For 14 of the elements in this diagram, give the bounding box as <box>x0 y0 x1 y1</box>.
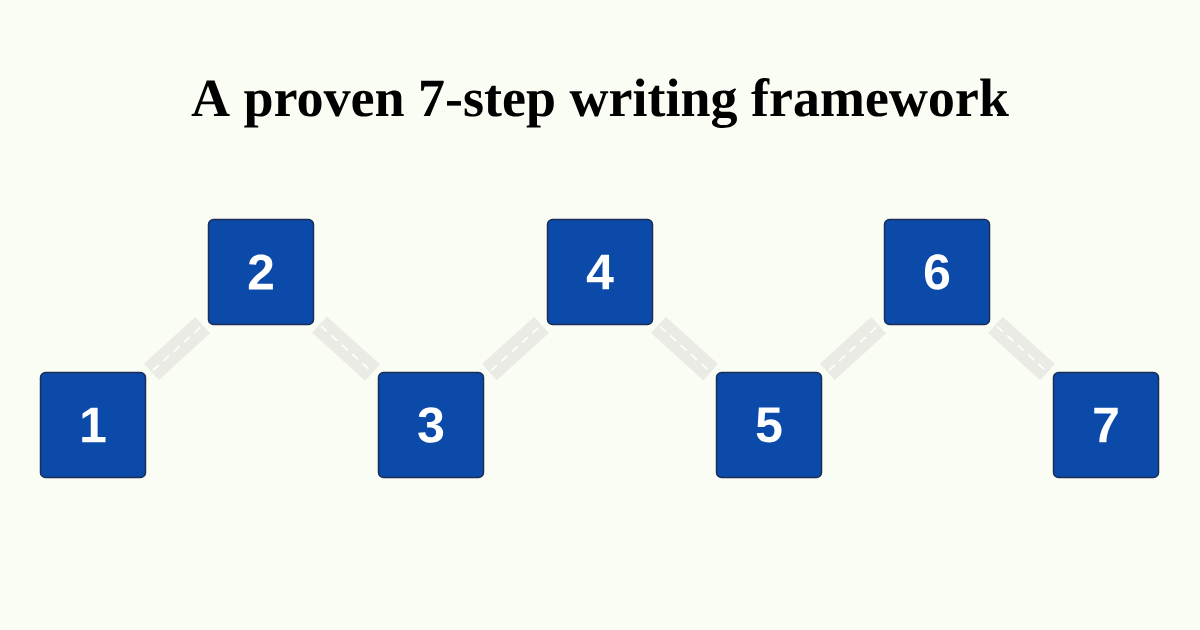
step-box: 6 <box>883 218 991 326</box>
road-connector <box>482 316 549 381</box>
road-connector <box>820 317 886 380</box>
step-box: 3 <box>377 371 485 479</box>
step-box: 2 <box>207 218 315 326</box>
step-box: 4 <box>546 218 654 326</box>
road-connector <box>312 316 380 381</box>
step-box: 1 <box>39 371 147 479</box>
road-connector <box>988 316 1055 381</box>
road-connector <box>144 317 210 380</box>
step-box: 5 <box>715 371 823 479</box>
road-connector <box>651 316 718 381</box>
step-box: 7 <box>1052 371 1160 479</box>
title: A proven 7-step writing framework <box>191 78 1009 128</box>
